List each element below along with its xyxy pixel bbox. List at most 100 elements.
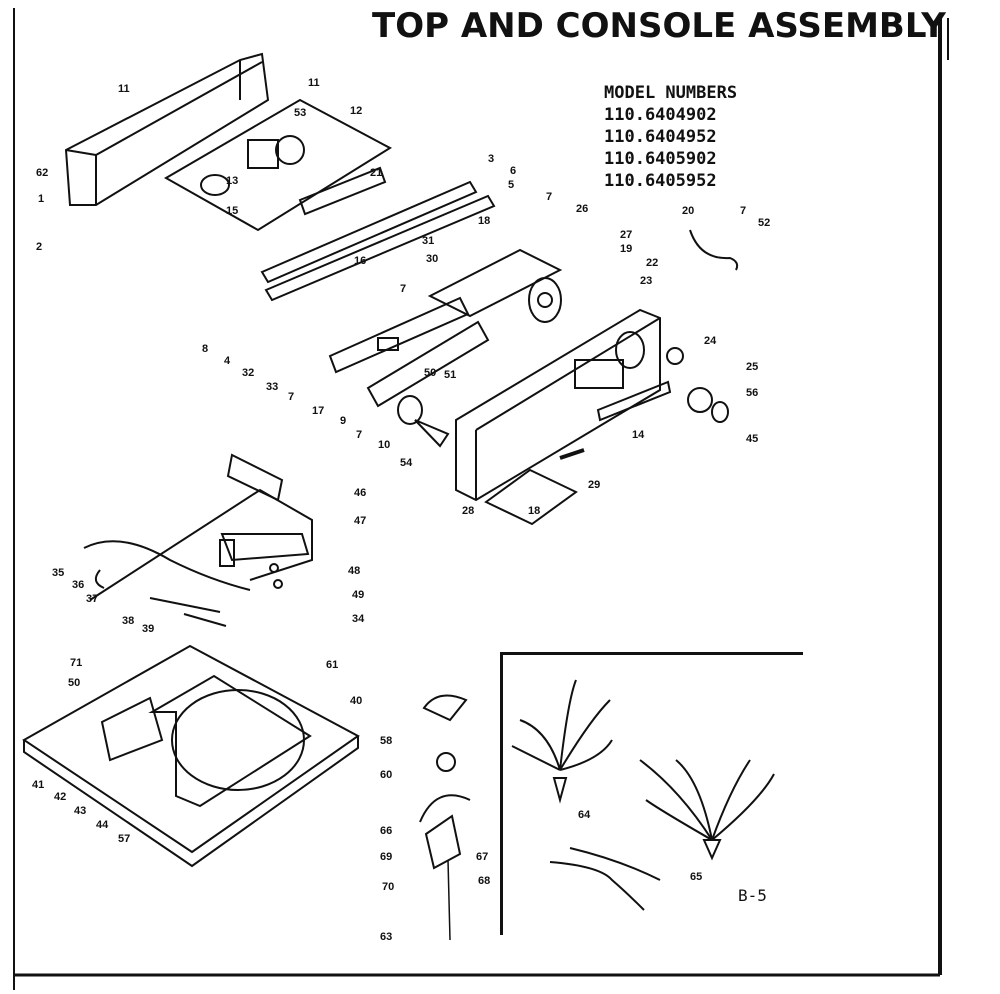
model-number: 110.6404952 [604,127,717,147]
part-callout-61: 61 [326,659,338,671]
part-callout-51: 51 [444,369,456,381]
rotary-switch [397,395,423,425]
washer-top-cover [22,644,360,868]
part-callout-19: 19 [620,243,632,255]
part-callout-67: 67 [476,851,488,863]
part-callout-7: 7 [400,283,406,295]
part-callout-40: 40 [350,695,362,707]
part-callout-5: 5 [508,179,514,191]
part-callout-7: 7 [356,429,362,441]
part-callout-37: 37 [86,593,98,605]
part-callout-27: 27 [620,229,632,241]
part-callout-11: 11 [118,83,130,95]
part-callout-33: 33 [266,381,278,393]
part-callout-44: 44 [96,819,109,831]
part-callout-7: 7 [740,205,746,217]
rear-console-panel [64,52,270,206]
part-callout-13: 13 [226,175,238,187]
lid-latch-assembly [89,453,313,601]
wire-lead-34-38 [83,540,251,627]
model-numbers-block: MODEL NUMBERS 110.6404902 110.6404952 11… [604,82,737,192]
cable-65 [549,861,645,911]
part-callout-2: 2 [36,241,42,253]
diagram-title: TOP AND CONSOLE ASSEMBLY [372,6,946,46]
lid-hinge [419,794,471,941]
model-numbers-heading: MODEL NUMBERS [604,83,738,103]
part-callout-47: 47 [354,515,366,527]
wiring-harness-64 [639,759,775,861]
part-callout-45: 45 [746,433,758,445]
rod-bars [260,180,496,302]
part-callout-3: 3 [488,153,494,165]
part-callout-66: 66 [380,825,392,837]
part-callout-30: 30 [426,253,438,265]
part-callout-10: 10 [378,439,390,451]
part-callout-9: 9 [340,415,346,427]
part-callout-23: 23 [640,275,652,287]
knobs [666,347,729,423]
part-callout-38: 38 [122,615,134,627]
part-callout-56: 56 [746,387,758,399]
front-console-panel [455,308,661,502]
part-callout-35: 35 [52,567,64,579]
part-callout-65: 65 [690,871,702,883]
part-callout-28: 28 [462,505,474,517]
part-callout-7: 7 [546,191,552,203]
part-callout-16: 16 [354,255,366,267]
model-number: 110.6405902 [604,149,717,169]
part-callout-48: 48 [348,565,360,577]
part-callout-7: 7 [288,391,294,403]
switch-bank [596,380,672,422]
part-callout-63: 63 [380,931,392,943]
bracket-51 [414,419,450,448]
part-callout-1: 1 [38,193,44,205]
part-callout-46: 46 [354,487,366,499]
part-callout-58: 58 [380,735,392,747]
part-callout-50: 50 [424,367,436,379]
part-callout-15: 15 [226,205,238,217]
part-callout-31: 31 [422,235,434,247]
part-callout-6: 6 [510,165,516,177]
part-callout-34: 34 [352,613,365,625]
part-callout-21: 21 [370,167,382,179]
part-callout-14: 14 [632,429,645,441]
part-callout-4: 4 [224,355,231,367]
part-callout-26: 26 [576,203,588,215]
part-callout-20: 20 [682,205,694,217]
part-callout-29: 29 [588,479,600,491]
part-callout-50: 50 [68,677,80,689]
part-callout-71: 71 [70,657,82,669]
cable-65b [569,847,661,881]
model-number: 110.6405952 [604,171,717,191]
part-callout-64: 64 [578,809,591,821]
part-callout-8: 8 [202,343,208,355]
part-callout-11: 11 [308,77,320,89]
spring-54 [559,448,585,460]
part-callout-17: 17 [312,405,324,417]
part-callout-52: 52 [758,217,770,229]
shield-plate [427,248,563,318]
part-callout-18: 18 [478,215,490,227]
part-callout-25: 25 [746,361,758,373]
part-callout-24: 24 [704,335,717,347]
wiring-harness-63 [511,679,613,804]
agitator-cap [422,694,468,772]
part-callout-12: 12 [350,105,362,117]
timer-plate [163,98,393,232]
model-number: 110.6404902 [604,105,717,125]
part-callout-53: 53 [294,107,306,119]
control-panel [328,296,490,408]
part-callout-36: 36 [72,579,84,591]
bracket-29 [484,468,578,526]
part-callout-49: 49 [352,589,364,601]
part-callout-39: 39 [142,623,154,635]
part-callout-41: 41 [32,779,44,791]
part-callout-54: 54 [400,457,413,469]
harness-20 [689,229,739,271]
part-callout-60: 60 [380,769,392,781]
part-callout-69: 69 [380,851,392,863]
part-callout-62: 62 [36,167,48,179]
part-callout-22: 22 [646,257,658,269]
